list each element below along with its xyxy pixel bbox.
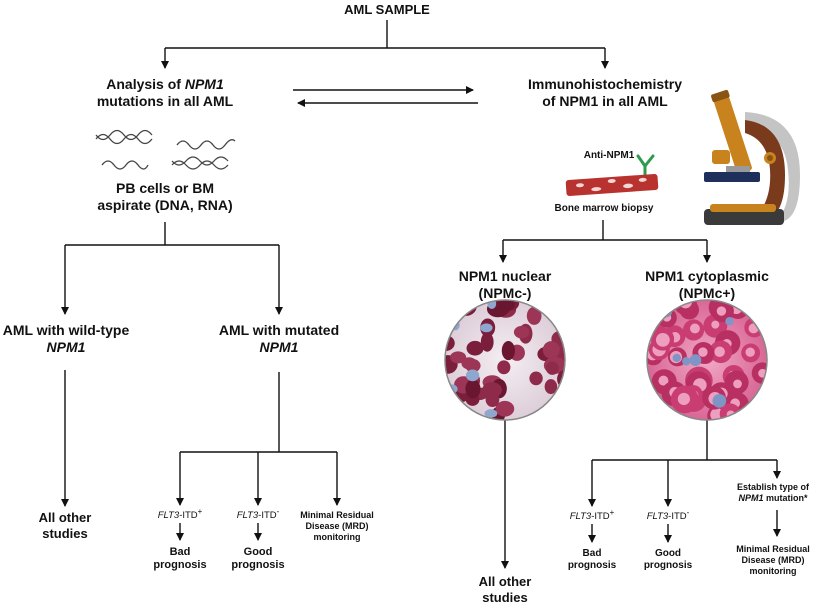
cytoplasmic-cell — [725, 317, 734, 326]
left-analysis-title: Analysis of NPM1 mutations in all AML — [96, 76, 234, 109]
left-itd-negative: FLT3-ITD- — [236, 507, 280, 522]
bone-marrow-biopsy-icon — [565, 174, 659, 196]
nuclear-cell — [526, 306, 542, 325]
cytoplasmic-cell-nucleus — [711, 320, 720, 329]
cytoplasmic-cell-nucleus — [647, 414, 652, 420]
cytoplasmic-cell-nucleus — [689, 323, 700, 334]
antibody-label: Anti-NPM1 — [583, 150, 635, 161]
cytoplasmic-cell — [672, 353, 681, 363]
right-ihc-title: Immunohistochemistry of NPM1 in all AML — [527, 76, 683, 109]
right-itd-negative: FLT3-ITD- — [646, 508, 690, 523]
left-mrd-monitoring: Minimal Residual Disease (MRD) monitorin… — [300, 510, 374, 542]
nuclear-cell — [484, 409, 498, 418]
nuclear-cell — [542, 341, 560, 359]
cytoplasmic-cell-nucleus — [698, 347, 708, 357]
nuclear-cell — [465, 369, 480, 382]
right-good-prognosis: Good prognosis — [643, 548, 693, 571]
nuclear-cell — [450, 351, 467, 364]
biopsy-label: Bone marrow biopsy — [554, 203, 654, 214]
left-itd-positive: FLT3-ITD+ — [157, 507, 203, 522]
all-other-studies-right: All other studies — [478, 574, 532, 605]
microscope-icon — [704, 89, 800, 225]
nuclear-cell — [448, 300, 462, 316]
cytoplasmic-cell-nucleus — [658, 375, 669, 386]
nuclear-cell — [545, 361, 559, 375]
cytoplasmic-cell-nucleus — [655, 332, 670, 347]
nuclear-cell — [466, 340, 484, 356]
right-bad-prognosis: Bad prognosis — [567, 548, 617, 571]
right-itd-positive: FLT3-ITD+ — [569, 508, 615, 523]
cytoplasmic-cell — [689, 354, 702, 367]
cytoplasmic-cell-nucleus — [716, 306, 727, 316]
nuclear-cell — [480, 323, 493, 333]
nuclear-cell — [529, 371, 543, 386]
root-aml-sample: AML SAMPLE — [344, 2, 430, 17]
left-bad-prognosis: Bad prognosis — [153, 546, 207, 572]
nuclear-cell — [497, 360, 511, 375]
cytoplasmic-cell-nucleus — [677, 392, 690, 406]
left-good-prognosis: Good prognosis — [231, 546, 285, 572]
nuclear-cell — [495, 400, 515, 417]
left-sample-label: PB cells or BM aspirate (DNA, RNA) — [97, 180, 233, 213]
cytoplasmic-cell — [712, 393, 727, 408]
nuclear-cell — [501, 340, 515, 361]
nuclear-stain-micrograph — [444, 299, 566, 421]
cytoplasmic-cell-nucleus — [714, 346, 725, 358]
nuclear-cell — [485, 392, 500, 408]
nuclear-cell — [480, 332, 494, 352]
right-establish-type: Establish type of NPM1 mutation* — [736, 482, 809, 503]
dna-strands-icon — [95, 129, 236, 170]
cytoplasmic-cell-nucleus — [733, 379, 742, 389]
wildtype-label: AML with wild-type NPM1 — [2, 322, 130, 355]
nuclear-cell — [513, 325, 530, 339]
cytoplasmic-cell-nucleus — [762, 395, 767, 406]
mutated-label: AML with mutated NPM1 — [218, 322, 340, 355]
all-other-studies-left: All other studies — [38, 510, 92, 541]
cytoplasmic-stain-micrograph — [646, 299, 768, 421]
nuclear-cell — [461, 357, 477, 370]
nuclear-cell — [547, 308, 559, 317]
nuclear-cell — [544, 379, 558, 395]
nuclear-label: NPM1 nuclear (NPMc-) — [458, 268, 552, 301]
nuclear-cell — [465, 379, 481, 399]
cytoplasmic-cell-nucleus — [745, 347, 755, 357]
cytoplasmic-cell — [647, 405, 660, 420]
cytoplasmic-cell — [682, 357, 691, 366]
cytoplasmic-label: NPM1 cytoplasmic (NPMc+) — [645, 268, 769, 301]
nuclear-cell — [550, 402, 565, 420]
right-mrd-monitoring: Minimal Residual Disease (MRD) monitorin… — [736, 544, 810, 576]
